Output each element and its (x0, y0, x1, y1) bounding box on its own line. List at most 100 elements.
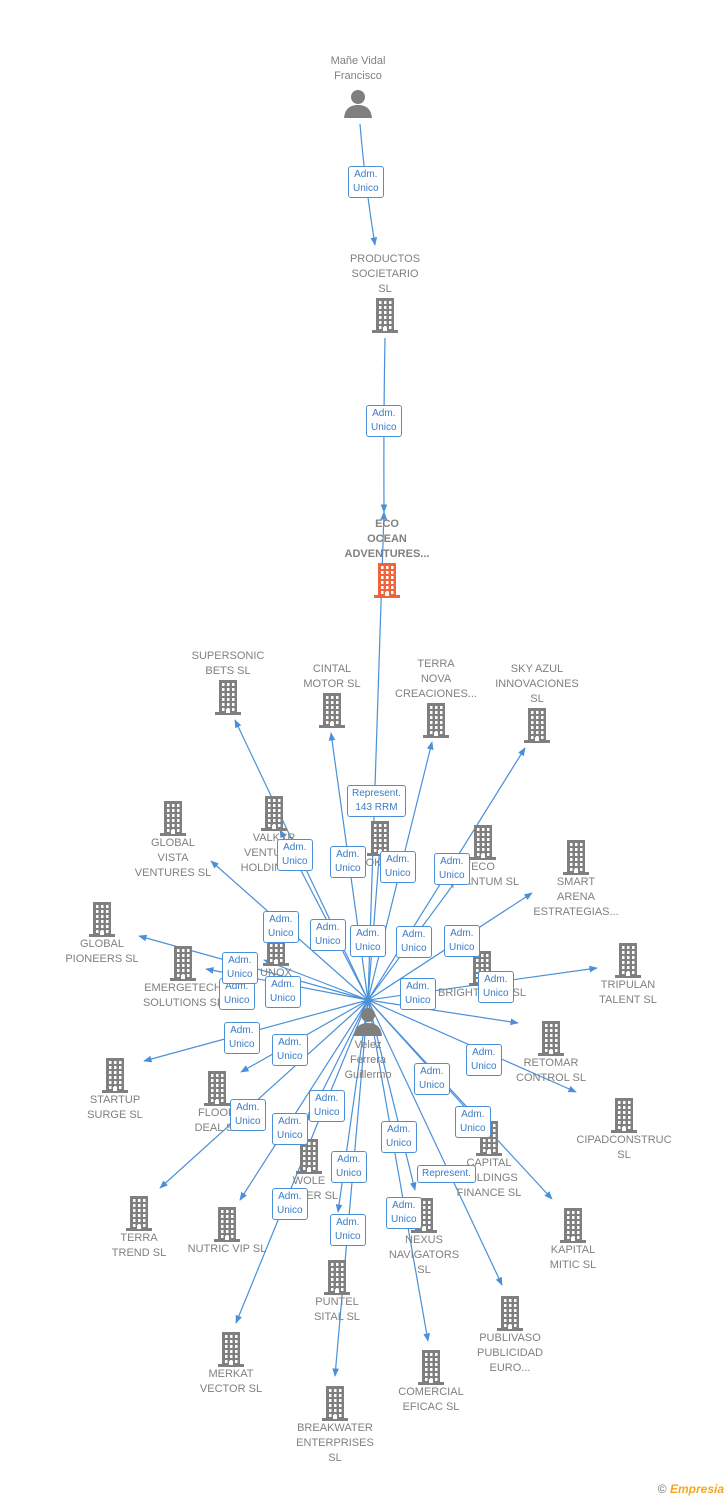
company-node-cipadconstruc[interactable]: CIPADCONSTRUC SL (569, 1097, 679, 1161)
building-icon (468, 824, 498, 860)
node-label: STARTUP SURGE SL (87, 1094, 143, 1121)
building-icon (561, 839, 591, 875)
relation-label-valkyr[interactable]: Adm. Unico (263, 911, 299, 943)
company-node-smart-arena[interactable]: SMART ARENA ESTRATEGIAS... (521, 839, 631, 918)
company-node-merkat[interactable]: MERKAT VECTOR SL (176, 1331, 286, 1395)
person-node-velez[interactable]: Velez Ferrera Guillermo (313, 1002, 423, 1081)
relation-label-floor-deal[interactable]: Adm. Unico (272, 1034, 308, 1066)
building-icon (322, 1259, 352, 1295)
building-icon (320, 1385, 350, 1421)
node-label: Mañe Vidal Francisco (330, 55, 386, 82)
relation-label-smart-arena[interactable]: Adm. Unico (396, 926, 432, 958)
relation-label-global-pioneers[interactable]: Adm. Unico (444, 925, 480, 957)
building-icon (124, 1195, 154, 1231)
brand-footer: © Empresia (658, 1482, 724, 1496)
company-node-kapital[interactable]: KAPITAL MITIC SL (518, 1207, 628, 1271)
relation-label-global-vista[interactable]: Adm. Unico (434, 853, 470, 885)
relation-label-sky-azul[interactable]: Adm. Unico (380, 851, 416, 883)
relation-label-nutric[interactable]: Adm. Unico (309, 1090, 345, 1122)
node-label: SKY AZUL INNOVACIONES SL (495, 663, 579, 705)
relation-label-comercial[interactable]: Adm. Unico (386, 1197, 422, 1229)
company-node-sky-azul[interactable]: SKY AZUL INNOVACIONES SL (482, 663, 592, 743)
relation-label-productos[interactable]: Adm. Unico (348, 166, 384, 198)
node-label: TRIPULAN TALENT SL (599, 979, 657, 1006)
relation-edge (367, 999, 553, 1200)
node-label: NUTRIC VIP SL (187, 1243, 267, 1255)
relation-label-cintal[interactable]: Adm. Unico (277, 839, 313, 871)
company-node-tripulan[interactable]: TRIPULAN TALENT SL (573, 942, 683, 1006)
company-node-valkyr[interactable]: VALKYR VENTURES HOLDING SL (219, 795, 329, 874)
relation-label-lookin[interactable]: Adm. Unico (310, 919, 346, 951)
node-label: SUPERSONIC BETS SL (191, 650, 265, 677)
building-icon (495, 1295, 525, 1331)
relation-label-unox[interactable]: Adm. Unico (265, 976, 301, 1008)
relation-label-kapital[interactable]: Adm. Unico (414, 1063, 450, 1095)
relation-label-breakwater[interactable]: Adm. Unico (330, 1214, 366, 1246)
relation-label-terra-trend[interactable]: Adm. Unico (272, 1113, 308, 1145)
building-icon (613, 942, 643, 978)
relation-label-wole[interactable]: Adm. Unico (455, 1106, 491, 1138)
company-node-cintal[interactable]: CINTAL MOTOR SL (277, 663, 387, 728)
relation-edge (367, 845, 383, 1001)
node-label: PUNTEL SITAL SL (314, 1296, 360, 1323)
relation-label-merkat[interactable]: Adm. Unico (272, 1188, 308, 1220)
building-icon (259, 795, 289, 831)
node-label: CINTAL MOTOR SL (303, 663, 361, 690)
node-label: COMERCIAL EFICAC SL (398, 1386, 464, 1413)
relation-label-tripulan[interactable]: Adm. Unico (478, 971, 514, 1003)
relation-label-terra-nova[interactable]: Adm. Unico (330, 846, 366, 878)
building-icon (202, 1070, 232, 1106)
building-icon (421, 702, 451, 738)
company-node-global-vista[interactable]: GLOBAL VISTA VENTURES SL (118, 800, 228, 879)
copyright-icon: © (657, 1482, 667, 1496)
relation-label-nexus[interactable]: Represent. (417, 1165, 476, 1183)
node-label: SMART ARENA ESTRATEGIAS... (533, 876, 619, 918)
building-icon (213, 679, 243, 715)
relation-label-publivaso[interactable]: Adm. Unico (381, 1121, 417, 1153)
node-label: KAPITAL MITIC SL (549, 1244, 597, 1271)
building-icon (372, 562, 402, 598)
company-node-terra-trend[interactable]: TERRA TREND SL (84, 1195, 194, 1259)
company-node-puntel[interactable]: PUNTEL SITAL SL (282, 1259, 392, 1323)
company-node-publivaso[interactable]: PUBLIVASO PUBLICIDAD EURO... (455, 1295, 565, 1374)
building-icon (609, 1097, 639, 1133)
company-node-nutric[interactable]: NUTRIC VIP SL (172, 1206, 282, 1255)
company-node-supersonic[interactable]: SUPERSONIC BETS SL (173, 650, 283, 715)
building-icon (100, 1057, 130, 1093)
company-node-startup-surge[interactable]: STARTUP SURGE SL (60, 1057, 170, 1121)
building-icon (168, 945, 198, 981)
relation-label-eco-ocean[interactable]: Represent. 143 RRM (347, 785, 406, 817)
building-icon (216, 1331, 246, 1367)
relation-label-puntel[interactable]: Adm. Unico (331, 1151, 367, 1183)
relation-label-eco-ocean[interactable]: Adm. Unico (366, 405, 402, 437)
relation-edge (263, 959, 369, 1001)
relation-label-eco-quantum[interactable]: Adm. Unico (350, 925, 386, 957)
node-label: ECO OCEAN ADVENTURES... (344, 518, 430, 560)
node-label: TERRA NOVA CREACIONES... (395, 658, 477, 700)
node-label: TERRA TREND SL (111, 1232, 167, 1259)
relation-label-emergetech[interactable]: Adm. Unico (222, 952, 258, 984)
building-icon (317, 692, 347, 728)
person-icon (353, 1002, 383, 1038)
relation-edge (159, 999, 369, 1189)
building-icon (558, 1207, 588, 1243)
company-node-productos[interactable]: PRODUCTOS SOCIETARIO SL (330, 253, 440, 333)
company-node-breakwater[interactable]: BREAKWATER ENTERPRISES SL (280, 1385, 390, 1464)
relation-label-startup-surge[interactable]: Adm. Unico (224, 1022, 260, 1054)
company-node-eco-ocean[interactable]: ECO OCEAN ADVENTURES... (332, 518, 442, 598)
company-node-global-pioneers[interactable]: GLOBAL PIONEERS SL (47, 901, 157, 965)
company-node-comercial[interactable]: COMERCIAL EFICAC SL (376, 1349, 486, 1413)
relation-edge (239, 999, 369, 1201)
company-node-retomar[interactable]: RETOMAR CONTROL SL (496, 1020, 606, 1084)
company-node-floor-deal[interactable]: FLOOR DEAL SL (162, 1070, 272, 1134)
relation-label-brightness[interactable]: Adm. Unico (400, 978, 436, 1010)
node-label: PUBLIVASO PUBLICIDAD EURO... (476, 1332, 544, 1374)
building-icon (370, 297, 400, 333)
relation-label-capital[interactable]: Adm. Unico (466, 1044, 502, 1076)
person-node-mane[interactable]: Mañe Vidal Francisco (303, 55, 413, 120)
person-icon (343, 84, 373, 120)
building-icon (294, 1138, 324, 1174)
relation-label-retomar[interactable]: Adm. Unico (230, 1099, 266, 1131)
company-node-terra-nova[interactable]: TERRA NOVA CREACIONES... (381, 658, 491, 738)
brand-logo: Empresia (669, 1482, 724, 1496)
